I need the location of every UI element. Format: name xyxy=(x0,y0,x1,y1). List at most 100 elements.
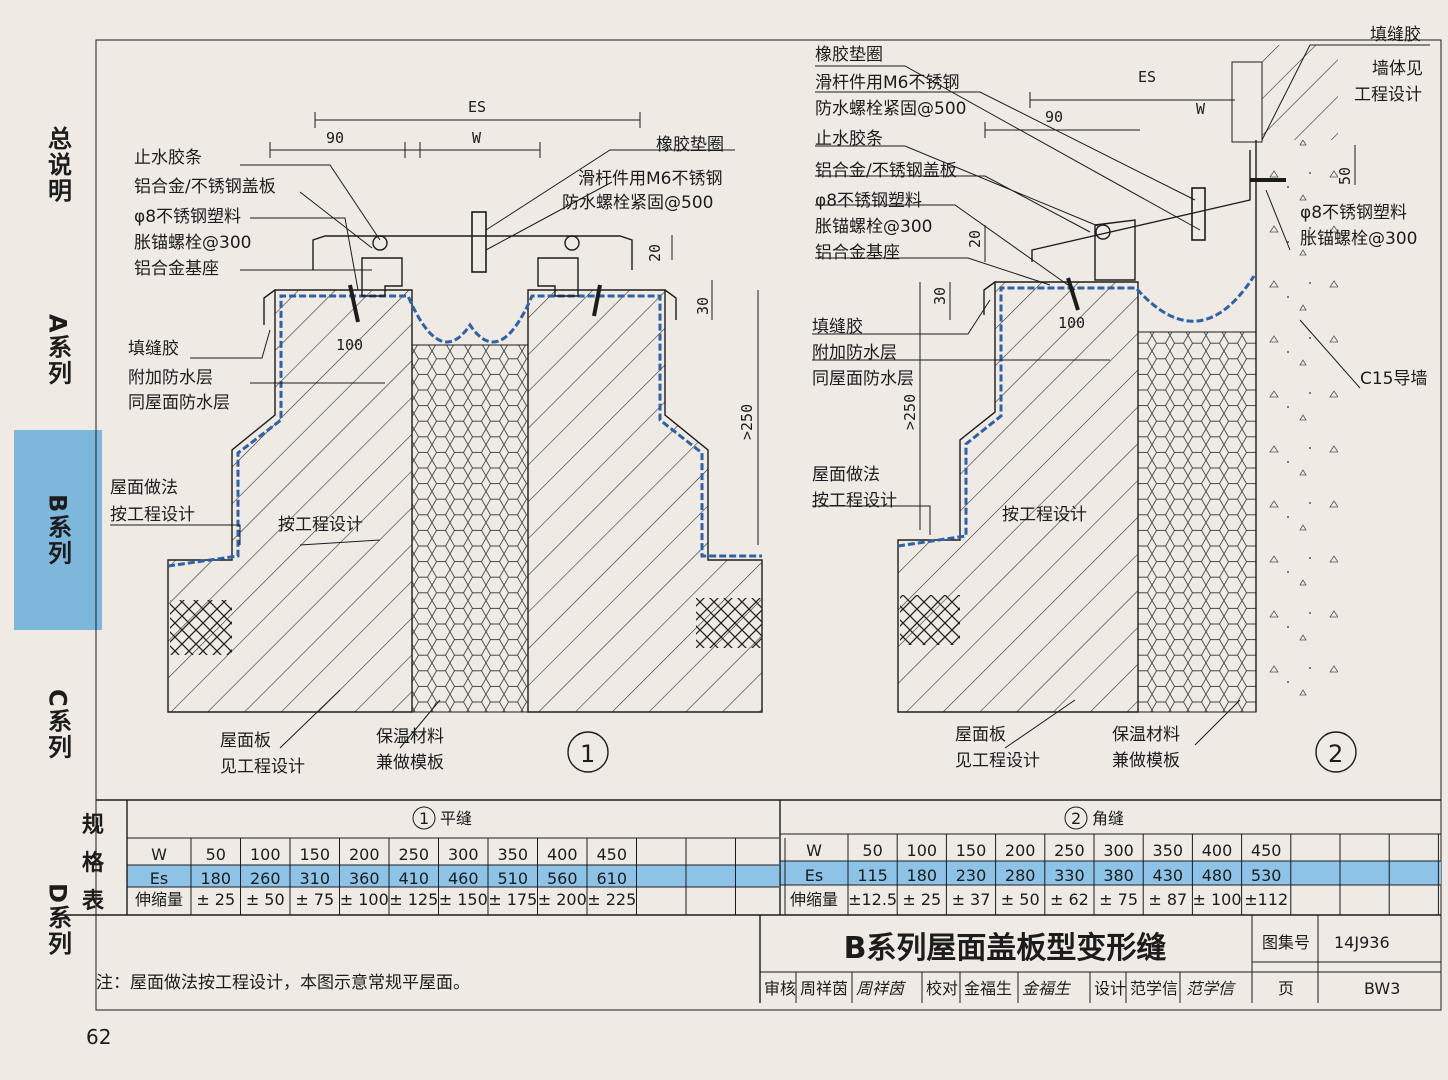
detail1-label-roof-1: 屋面做法 xyxy=(110,478,178,498)
detail1-right-insulation-board xyxy=(696,598,762,648)
atlas-number: 14J936 xyxy=(1334,933,1390,952)
detail2-insulation xyxy=(1138,332,1256,712)
tab-c-series[interactable]: C系列 xyxy=(14,660,102,790)
corner-cell: 530 xyxy=(1251,866,1282,885)
detail1-dim-250: >250 xyxy=(738,404,756,440)
corner-es-row-highlight xyxy=(780,861,1441,885)
corner-cell: ± 62 xyxy=(1050,890,1089,909)
detail1-label-waterproof-2: 同屋面防水层 xyxy=(128,393,230,413)
detail2-label-r-anchor-2: 胀锚螺栓@300 xyxy=(1300,229,1417,249)
corner-cell: 150 xyxy=(956,841,987,860)
detail2-label-wall-1: 墙体见 xyxy=(1372,59,1423,79)
corner-row-label: Es xyxy=(805,866,823,885)
corner-cell: 115 xyxy=(857,866,888,885)
corner-marker-circle xyxy=(1064,806,1088,830)
detail1-label-stop-strip: 止水胶条 xyxy=(134,148,202,168)
detail2-waterproof-layer xyxy=(897,275,1256,548)
designer-signature: 范学信 xyxy=(1186,979,1236,998)
detail2-label-roof-1: 屋面做法 xyxy=(812,465,880,485)
detail2-left-leaders xyxy=(815,65,1201,291)
flat-cell: 50 xyxy=(206,845,226,864)
detail2-dim-20: 20 xyxy=(966,230,984,248)
detail1-dim-w: W xyxy=(472,129,482,147)
detail1-insulation-outline xyxy=(411,344,529,713)
detail2-strip xyxy=(1095,224,1111,240)
flat-cell: 460 xyxy=(448,869,479,888)
detail2-anchor xyxy=(1066,277,1080,311)
flat-cell: ± 100 xyxy=(340,890,389,909)
detail2-lower-leaders xyxy=(812,299,1110,535)
checker-name: 金福生 xyxy=(964,979,1012,998)
tab-general[interactable]: 总说明 xyxy=(14,90,102,240)
corner-cell: ± 87 xyxy=(1148,890,1187,909)
flat-cell: 450 xyxy=(596,845,627,864)
drawing-note: 注：屋面做法按工程设计，本图示意常规平屋面。 xyxy=(96,973,470,993)
detail1-right-base xyxy=(537,257,579,297)
detail2-label-guide-wall: C15导墙 xyxy=(1360,369,1428,389)
spec-table-row-lines xyxy=(127,833,1441,888)
flat-cell: 610 xyxy=(596,869,627,888)
detail1-dim-20: 20 xyxy=(646,244,664,262)
detail2-label-waterproof-2: 同屋面防水层 xyxy=(812,369,914,389)
detail2-left-slab xyxy=(898,282,1138,712)
corner-cell: 230 xyxy=(956,866,987,885)
corner-cell: ± 25 xyxy=(902,890,941,909)
detail1-marker: 1 xyxy=(580,740,595,768)
flat-cell: 300 xyxy=(448,845,479,864)
detail2-label-anchor-2: 胀锚螺栓@300 xyxy=(815,217,932,237)
drawing-title: B系列屋面盖板型变形缝 xyxy=(844,931,1167,966)
tab-d-series[interactable]: D系列 xyxy=(14,850,102,990)
detail2-label-cover: 铝合金/不锈钢盖板 xyxy=(815,161,957,181)
flat-cell: ± 175 xyxy=(488,890,537,909)
detail1-left-base xyxy=(361,257,403,297)
corner-cell: 430 xyxy=(1153,866,1184,885)
detail1-label-insul-2: 兼做模板 xyxy=(376,753,444,773)
titleblock-grid xyxy=(760,915,1441,1003)
flat-cell: ± 225 xyxy=(587,890,636,909)
tab-a-series[interactable]: A系列 xyxy=(14,280,102,420)
detail1-label-waterproof-1: 附加防水层 xyxy=(128,368,213,388)
detail1-label-slab-1: 屋面板 xyxy=(220,731,271,751)
spec-label-1: 规 xyxy=(82,813,104,838)
detail2-cover-plate xyxy=(1031,150,1251,262)
detail1-label-slab-2: 见工程设计 xyxy=(220,757,305,777)
corner-cell: ± 50 xyxy=(1001,890,1040,909)
flat-cell: ± 25 xyxy=(196,890,235,909)
flat-cell: ± 75 xyxy=(295,890,334,909)
flat-cell: 400 xyxy=(547,845,578,864)
role-checker-label: 校对 xyxy=(926,979,958,998)
flat-marker-circle xyxy=(412,806,436,830)
detail1-flashing xyxy=(263,289,677,325)
detail2-label-per-design: 按工程设计 xyxy=(1002,505,1087,525)
detail2-dim-30: 30 xyxy=(931,287,949,305)
detail1-left-strip xyxy=(372,235,388,251)
detail2-label-slab-1: 屋面板 xyxy=(955,725,1006,745)
corner-cell: 280 xyxy=(1005,866,1036,885)
detail2-label-gasket: 橡胶垫圈 xyxy=(815,45,883,65)
corner-cell: 100 xyxy=(907,841,938,860)
flat-cell: ± 125 xyxy=(389,890,438,909)
detail1-label-anchor-2: 胀锚螺栓@300 xyxy=(134,233,251,253)
detail1-right-leaders xyxy=(299,149,735,546)
detail1-left-insulation-board xyxy=(170,600,232,655)
detail1-left-anchor xyxy=(348,284,360,323)
tab-b-series[interactable]: B系列 xyxy=(14,430,102,630)
detail1-right-strip xyxy=(564,235,580,251)
reviewer-name: 周祥茵 xyxy=(800,979,848,998)
corner-cell: ±12.5 xyxy=(848,890,897,909)
detail1-dim-90: 90 xyxy=(326,129,344,147)
sheet-frame xyxy=(95,39,1442,1011)
flat-cell: 260 xyxy=(250,869,281,888)
detail-2-corner-joint: ES 90 W 50 20 30 >250 100 橡胶垫圈 滑杆件用M6不锈钢… xyxy=(812,25,1430,773)
detail2-label-insul-1: 保温材料 xyxy=(1112,725,1180,745)
atlas-number-label: 图集号 xyxy=(1262,933,1310,952)
page-label: 页 xyxy=(1278,979,1294,998)
detail2-right-leaders xyxy=(1261,44,1430,389)
corner-marker: 2 xyxy=(1071,809,1081,828)
corner-cell: 180 xyxy=(907,866,938,885)
spec-label-2: 格 xyxy=(82,850,105,876)
detail2-dim-50: 50 xyxy=(1336,167,1354,185)
corner-cell: 200 xyxy=(1005,841,1036,860)
